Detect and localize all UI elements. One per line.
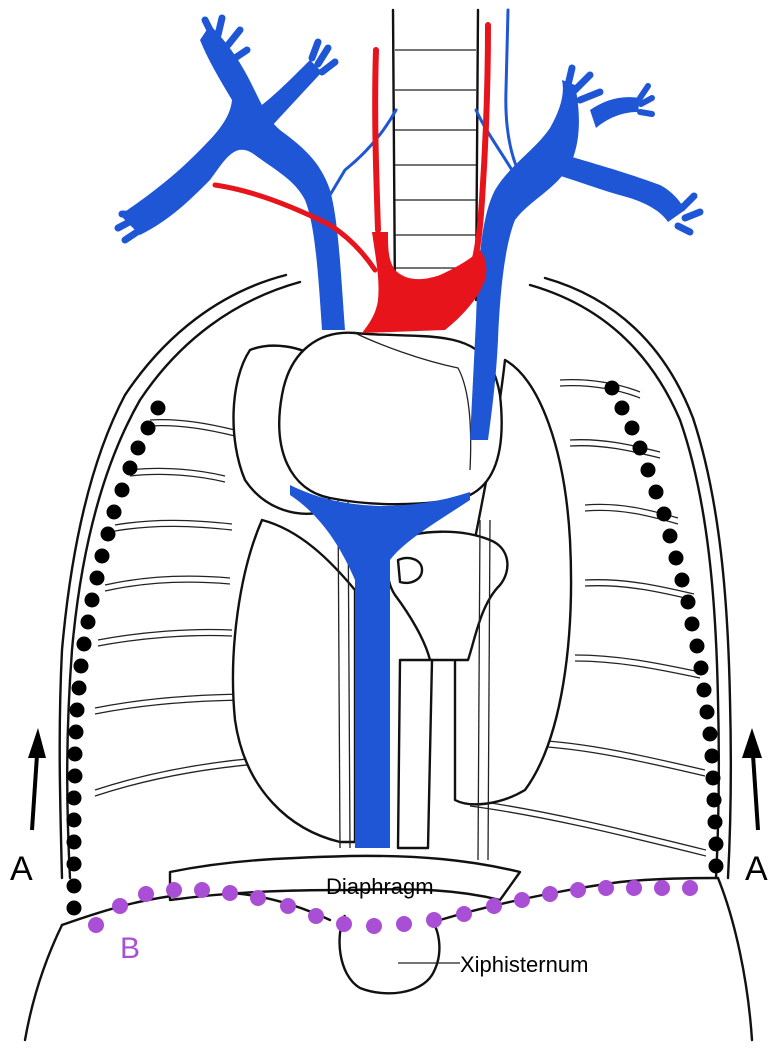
thoracic-organs — [233, 333, 571, 860]
label-b: B — [120, 932, 140, 965]
label-a-right: A — [745, 850, 768, 888]
arrow-a-right — [742, 728, 762, 830]
dot-line-a-right — [605, 381, 724, 874]
dot-line-a-left — [67, 401, 166, 916]
arrow-a-left — [28, 728, 46, 830]
arteries — [215, 25, 488, 333]
label-xiphisternum: Xiphisternum — [460, 952, 588, 977]
label-a-left: A — [10, 850, 33, 888]
vertebral-column — [393, 10, 478, 300]
label-diaphragm: Diaphragm — [326, 874, 434, 899]
